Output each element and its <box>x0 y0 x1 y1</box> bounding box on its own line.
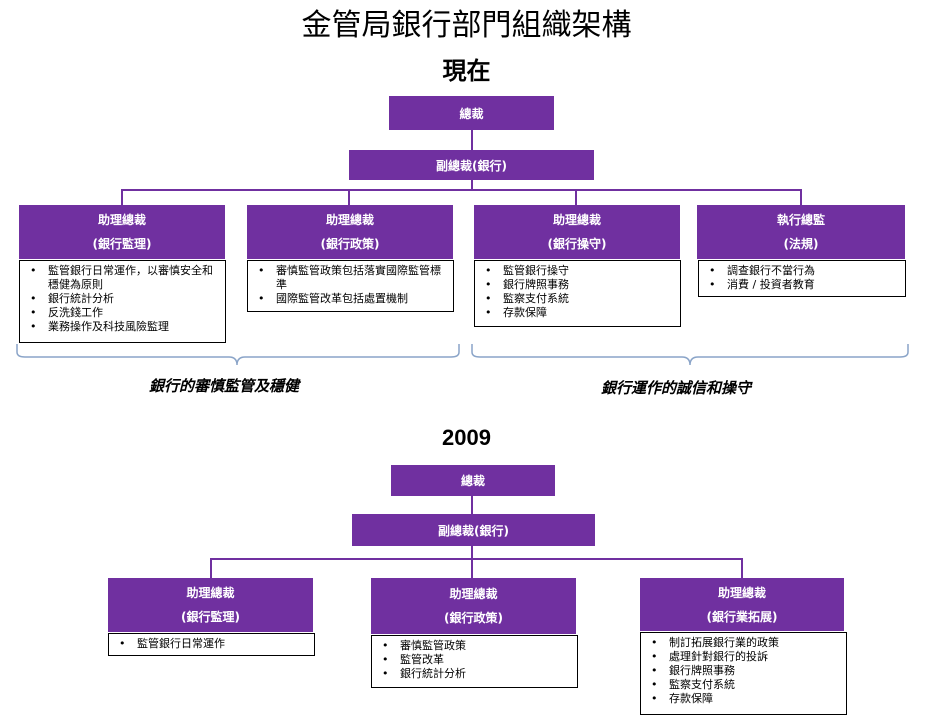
group-brace-conduct <box>471 344 909 366</box>
duty-item: 審慎監管政策包括落實國際監管標準 <box>252 264 449 292</box>
duty-item: 審慎監管政策 <box>376 639 573 653</box>
unit-subtitle: (銀行業拓展) <box>706 609 778 624</box>
deputy-label: 副總裁(銀行) <box>438 523 509 538</box>
section-heading-2009: 2009 <box>442 425 491 450</box>
connector-drop-2009-2 <box>471 558 473 578</box>
duty-item: 業務操作及科技風險監理 <box>24 320 221 334</box>
connector-bus-2009 <box>210 558 743 560</box>
duty-item: 存款保障 <box>645 692 842 706</box>
unit-duties-2009-banking-policy: 審慎監管政策 監管改革 銀行統計分析 <box>371 635 578 688</box>
unit-title: 執行總監 <box>776 213 825 227</box>
group-brace-prudential <box>16 344 460 366</box>
duty-item: 銀行牌照事務 <box>645 664 842 678</box>
duty-item: 監察支付系統 <box>645 678 842 692</box>
unit-box-2009-banking-policy: 助理總裁 (銀行政策) <box>371 578 576 634</box>
unit-box-enforcement: 執行總監 (法規) <box>697 205 905 259</box>
duty-item: 調查銀行不當行為 <box>703 264 901 278</box>
duty-item: 處理針對銀行的投訴 <box>645 650 842 664</box>
duty-item: 監管銀行操守 <box>479 264 676 278</box>
duty-item: 銀行統計分析 <box>376 667 573 681</box>
connector-drop-2009-3 <box>741 558 743 578</box>
unit-duties-banking-conduct: 監管銀行操守 銀行牌照事務 監察支付系統 存款保障 <box>474 260 681 327</box>
unit-title: 助理總裁 <box>325 213 374 227</box>
unit-duties-2009-banking-supervision: 監管銀行日常運作 <box>108 633 315 656</box>
unit-title: 助理總裁 <box>97 213 146 227</box>
unit-subtitle: (銀行政策) <box>320 237 380 251</box>
group-label-prudential: 銀行的審慎監管及穩健 <box>149 377 300 395</box>
ceo-box-now: 總裁 <box>389 96 554 130</box>
unit-duties-banking-policy: 審慎監管政策包括落實國際監管標準 國際監管改革包括處置機制 <box>247 260 454 312</box>
unit-duties-2009-banking-development: 制訂拓展銀行業的政策 處理針對銀行的投訴 銀行牌照事務 監察支付系統 存款保障 <box>640 632 847 715</box>
section-heading-now: 現在 <box>442 56 491 85</box>
connector-drop-2009-1 <box>210 558 212 578</box>
unit-box-banking-supervision: 助理總裁 (銀行監理) <box>19 205 225 259</box>
connector-drop-4 <box>800 189 802 205</box>
duty-item: 銀行牌照事務 <box>479 278 676 292</box>
duty-item: 國際監管改革包括處置機制 <box>252 292 449 306</box>
unit-box-2009-banking-supervision: 助理總裁 (銀行監理) <box>108 578 313 632</box>
page-title: 金管局銀行部門組織架構 <box>301 8 632 43</box>
duty-item: 消費 / 投資者教育 <box>703 278 901 292</box>
deputy-box-now: 副總裁(銀行) <box>349 150 594 180</box>
deputy-box-2009: 副總裁(銀行) <box>352 514 595 546</box>
unit-subtitle: (銀行政策) <box>444 611 503 625</box>
connector-drop-1 <box>121 189 123 205</box>
connector-deputy-bus-2009 <box>471 546 473 559</box>
ceo-label: 總裁 <box>460 474 485 488</box>
duty-item: 制訂拓展銀行業的政策 <box>645 636 842 650</box>
unit-subtitle: (法規) <box>783 237 819 251</box>
duty-item: 存款保障 <box>479 306 676 320</box>
connector-deputy-bus <box>471 180 473 190</box>
connector-drop-3 <box>575 189 577 205</box>
unit-title: 助理總裁 <box>449 587 498 601</box>
unit-subtitle: (銀行監理) <box>181 610 240 624</box>
connector-bus-now <box>121 189 802 191</box>
duty-item: 監管銀行日常運作 <box>113 637 310 651</box>
unit-box-banking-policy: 助理總裁 (銀行政策) <box>247 205 453 259</box>
unit-duties-enforcement: 調查銀行不當行為 消費 / 投資者教育 <box>698 260 906 297</box>
connector-ceo-deputy-2009 <box>471 496 473 514</box>
ceo-label: 總裁 <box>459 106 484 121</box>
group-label-conduct: 銀行運作的誠信和操守 <box>601 379 752 397</box>
duty-item: 監管銀行日常運作，以審慎安全和穩健為原則 <box>24 264 221 292</box>
unit-box-banking-conduct: 助理總裁 (銀行操守) <box>474 205 680 259</box>
unit-subtitle: (銀行操守) <box>547 237 607 251</box>
duty-item: 監察支付系統 <box>479 292 676 306</box>
deputy-label: 副總裁(銀行) <box>436 158 507 173</box>
unit-title: 助理總裁 <box>717 585 766 600</box>
connector-drop-2 <box>348 189 350 205</box>
duty-item: 銀行統計分析 <box>24 292 221 306</box>
unit-box-2009-banking-development: 助理總裁 (銀行業拓展) <box>640 578 844 631</box>
duty-item: 反洗錢工作 <box>24 306 221 320</box>
unit-title: 助理總裁 <box>186 586 235 600</box>
unit-title: 助理總裁 <box>552 213 601 227</box>
unit-subtitle: (銀行監理) <box>92 237 152 251</box>
unit-duties-banking-supervision: 監管銀行日常運作，以審慎安全和穩健為原則 銀行統計分析 反洗錢工作 業務操作及科… <box>19 260 226 343</box>
connector-ceo-deputy <box>471 130 473 150</box>
duty-item: 監管改革 <box>376 653 573 667</box>
ceo-box-2009: 總裁 <box>391 465 555 496</box>
